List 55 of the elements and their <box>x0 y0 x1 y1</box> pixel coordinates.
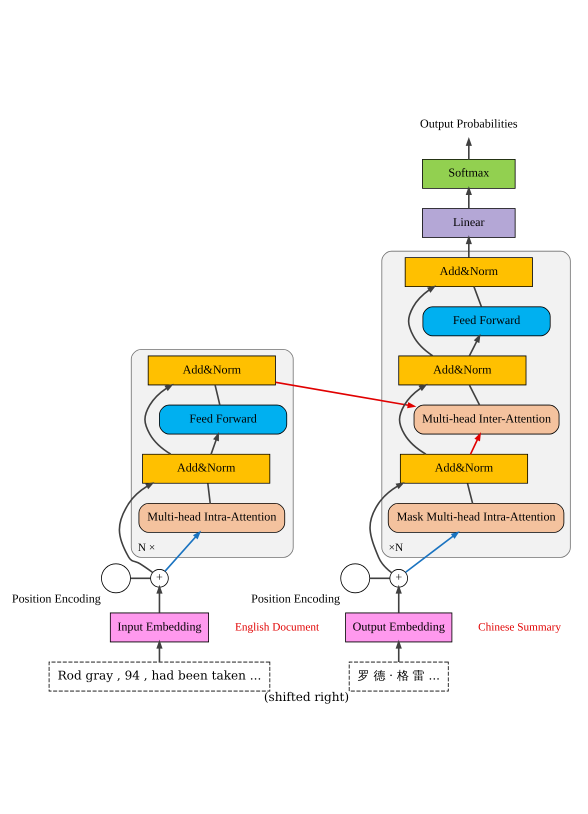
connector <box>130 577 150 579</box>
connector <box>370 577 390 579</box>
arrow <box>405 530 460 572</box>
arrow <box>408 284 436 356</box>
node-box: Softmax <box>422 158 516 188</box>
arrow <box>468 333 481 356</box>
connector <box>214 384 221 405</box>
cluster <box>130 348 294 558</box>
node-box: Add&Norm <box>142 453 270 484</box>
node-box: Add&Norm <box>400 453 528 484</box>
label: Chinese Summary <box>478 620 562 633</box>
arrow <box>398 383 428 454</box>
node-box: Multi-head Intra-Attention <box>138 502 286 532</box>
node-label: Position Encoding <box>12 590 101 605</box>
node-circle: + <box>150 568 169 588</box>
node-label: (shifted right) <box>264 689 350 704</box>
arrow <box>396 584 402 612</box>
connector <box>207 482 211 503</box>
label: English Document <box>234 620 320 633</box>
arrow <box>466 186 472 208</box>
node-box: Multi-head Inter-Attention <box>414 404 560 434</box>
arrow <box>156 639 163 662</box>
node-label: ×N <box>388 542 404 554</box>
node-box: Feed Forward <box>159 404 288 434</box>
connector <box>468 384 480 405</box>
node-box: Output Embedding <box>345 612 452 642</box>
node-box: Add&Norm <box>148 355 276 385</box>
node-circle: + <box>389 568 408 588</box>
connector <box>466 482 474 504</box>
arrow <box>210 431 219 454</box>
arrow <box>369 482 405 573</box>
node-box: 罗 德 · 格 雷 ... <box>348 661 449 691</box>
arrow <box>470 432 481 454</box>
node-box: Add&Norm <box>398 355 526 385</box>
arrow <box>276 381 416 408</box>
node-box: Linear <box>422 208 516 238</box>
arrow <box>164 530 202 572</box>
connector <box>473 286 482 307</box>
node-box: Input Embedding <box>110 612 209 642</box>
node-circle <box>101 562 131 593</box>
arrow <box>156 584 163 612</box>
node-label: N × <box>138 542 156 554</box>
node-box: Add&Norm <box>404 256 533 287</box>
cluster <box>381 250 571 558</box>
arrow <box>466 234 472 258</box>
node-box: Rod gray , 94 , had been taken ... <box>48 661 270 691</box>
arrow <box>118 482 154 572</box>
node-text: Output Probabilities <box>420 116 518 130</box>
node-box: Mask Multi-head Intra-Attention <box>388 502 564 532</box>
arrow <box>144 383 174 454</box>
node-label: Position Encoding <box>251 590 340 605</box>
node-box: Feed Forward <box>422 306 551 336</box>
arrow <box>396 639 402 662</box>
node-circle <box>340 562 370 593</box>
arrow <box>466 136 472 159</box>
